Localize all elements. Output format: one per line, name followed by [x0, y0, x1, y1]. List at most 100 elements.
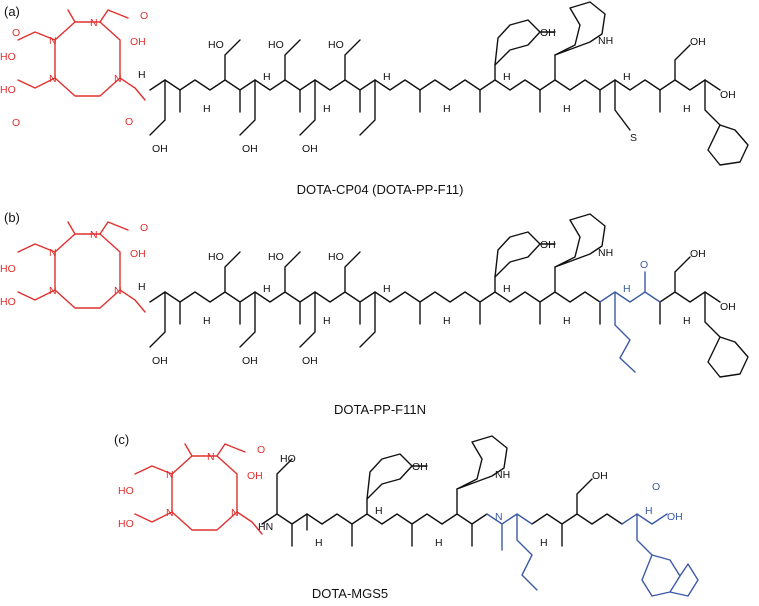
b-glu-ho-3: HO	[328, 251, 344, 263]
modified-residues-c: N H OH O	[486, 481, 699, 597]
dota-c-n-1: N	[166, 469, 174, 481]
dota-n-4: N	[114, 73, 122, 85]
panel-c: (c) N N N N HO HO OH O HN H H H H OH	[114, 432, 699, 601]
nh-4: H	[323, 103, 331, 115]
dota-c-n-3: N	[166, 507, 174, 519]
dota-c-ho-2: HO	[118, 518, 134, 530]
nh-3: H	[263, 71, 271, 83]
b-glu-ho-1: HO	[208, 251, 224, 263]
tyr-oh: OH	[540, 27, 556, 39]
b-nle-nh: H	[623, 283, 631, 295]
b-nh-2: H	[203, 315, 211, 327]
c-nal-o: O	[652, 481, 660, 493]
nh-1: H	[138, 69, 146, 81]
dota-o-4: O	[125, 116, 133, 128]
glu-ho-1: HO	[208, 39, 224, 51]
b-nle-o: O	[640, 259, 648, 271]
c-nh-4: H	[435, 537, 443, 549]
b-nh-6: H	[443, 315, 451, 327]
glu-oh-3: OH	[302, 143, 318, 155]
b-nh-4: H	[323, 315, 331, 327]
b-nh-3: H	[263, 283, 271, 295]
c-nh-3: H	[375, 505, 383, 517]
dota-c-n-2: N	[207, 451, 215, 463]
c-nal-oh: OH	[667, 511, 683, 523]
b-glu-ho-2: HO	[268, 251, 284, 263]
norleucine-residue-b: H O	[599, 259, 661, 373]
panel-c-label: (c)	[114, 432, 129, 447]
peptide-backbone-b: H H H H H H H H H OH NH OH OH HO HO HO O…	[138, 213, 749, 378]
glu-ho-3: HO	[328, 39, 344, 51]
panel-a-label: (a)	[4, 4, 20, 19]
dota-n-1: N	[49, 35, 57, 47]
dota-chelator-b: N N N N HO HO OH O	[0, 221, 148, 313]
asp-oh: OH	[690, 36, 706, 48]
b-nh-5: H	[383, 283, 391, 295]
peptide-backbone-c: HN H H H H OH NH OH HO	[258, 435, 623, 549]
panel-b-caption: DOTA-PP-F11N	[334, 402, 426, 417]
dota-ho-1: HO	[0, 51, 16, 63]
dota-o-3: O	[140, 10, 148, 22]
c-asp-oh: OH	[592, 470, 608, 482]
nh-7: H	[503, 71, 511, 83]
b-glu-oh-1: OH	[152, 355, 168, 367]
panel-c-caption: DOTA-MGS5	[312, 586, 388, 601]
c-nh-6: H	[540, 537, 548, 549]
dota-chelator-c: N N N N HO HO OH O	[118, 443, 265, 535]
b-nh-1: H	[138, 281, 146, 293]
nh-8: H	[563, 103, 571, 115]
b-c-term-oh: OH	[720, 301, 736, 313]
dota-c-ho-1: HO	[118, 485, 134, 497]
glu-ho-2: HO	[268, 39, 284, 51]
nh-6: H	[443, 103, 451, 115]
trp-nh: NH	[598, 35, 613, 47]
dota-chelator-a: N N N N HO HO O O OH O O	[0, 9, 148, 129]
nh-10: H	[683, 103, 691, 115]
panel-a-caption: DOTA-CP04 (DOTA-PP-F11)	[297, 182, 464, 197]
c-nle-n: N	[495, 511, 503, 523]
b-asp-oh: OH	[690, 248, 706, 260]
dota-c-oh-1: OH	[247, 470, 263, 482]
c-trp-nh: NH	[495, 469, 510, 481]
b-trp-nh: NH	[598, 247, 613, 259]
panel-b: (b) N N N N HO HO OH O H H H H	[0, 210, 749, 417]
dota-b-n-3: N	[49, 285, 57, 297]
panel-b-label: (b)	[4, 210, 20, 225]
b-tyr-oh: OH	[540, 239, 556, 251]
dota-b-o-1: O	[140, 222, 148, 234]
c-glu-ho: HO	[280, 453, 296, 465]
c-nh-2: H	[315, 537, 323, 549]
nh-2: H	[203, 103, 211, 115]
glu-oh-2: OH	[242, 143, 258, 155]
glu-oh-1: OH	[152, 143, 168, 155]
dota-b-ho-2: HO	[0, 296, 16, 308]
dota-o-2: O	[12, 117, 20, 129]
dota-b-n-1: N	[49, 247, 57, 259]
nh-9: H	[623, 71, 631, 83]
dota-b-n-4: N	[114, 285, 122, 297]
dota-n-2: N	[90, 17, 98, 29]
nh-5: H	[383, 71, 391, 83]
c-tyr-oh: OH	[412, 461, 428, 473]
dota-c-n-4: N	[231, 507, 239, 519]
b-glu-oh-2: OH	[242, 355, 258, 367]
b-glu-oh-3: OH	[302, 355, 318, 367]
dota-n-3: N	[49, 73, 57, 85]
c-nal-nh: H	[645, 505, 653, 517]
b-nh-7: H	[503, 283, 511, 295]
peptide-backbone-a: H H H H H H H H H H OH NH S OH OH HO HO …	[138, 1, 749, 166]
c-term-oh: OH	[720, 89, 736, 101]
dota-b-n-2: N	[90, 229, 98, 241]
dota-b-ho-1: HO	[0, 263, 16, 275]
c-hn-1: HN	[258, 521, 273, 533]
b-nh-10: H	[683, 315, 691, 327]
dota-oh-1: OH	[130, 36, 146, 48]
panel-a: (a) N N N N HO HO O O OH O O	[0, 1, 749, 197]
dota-ho-2: HO	[0, 84, 16, 96]
dota-o-1: O	[12, 27, 20, 39]
dota-b-oh-1: OH	[130, 248, 146, 260]
dota-c-o-1: O	[257, 444, 265, 456]
met-s: S	[630, 132, 637, 144]
b-nh-8: H	[563, 315, 571, 327]
